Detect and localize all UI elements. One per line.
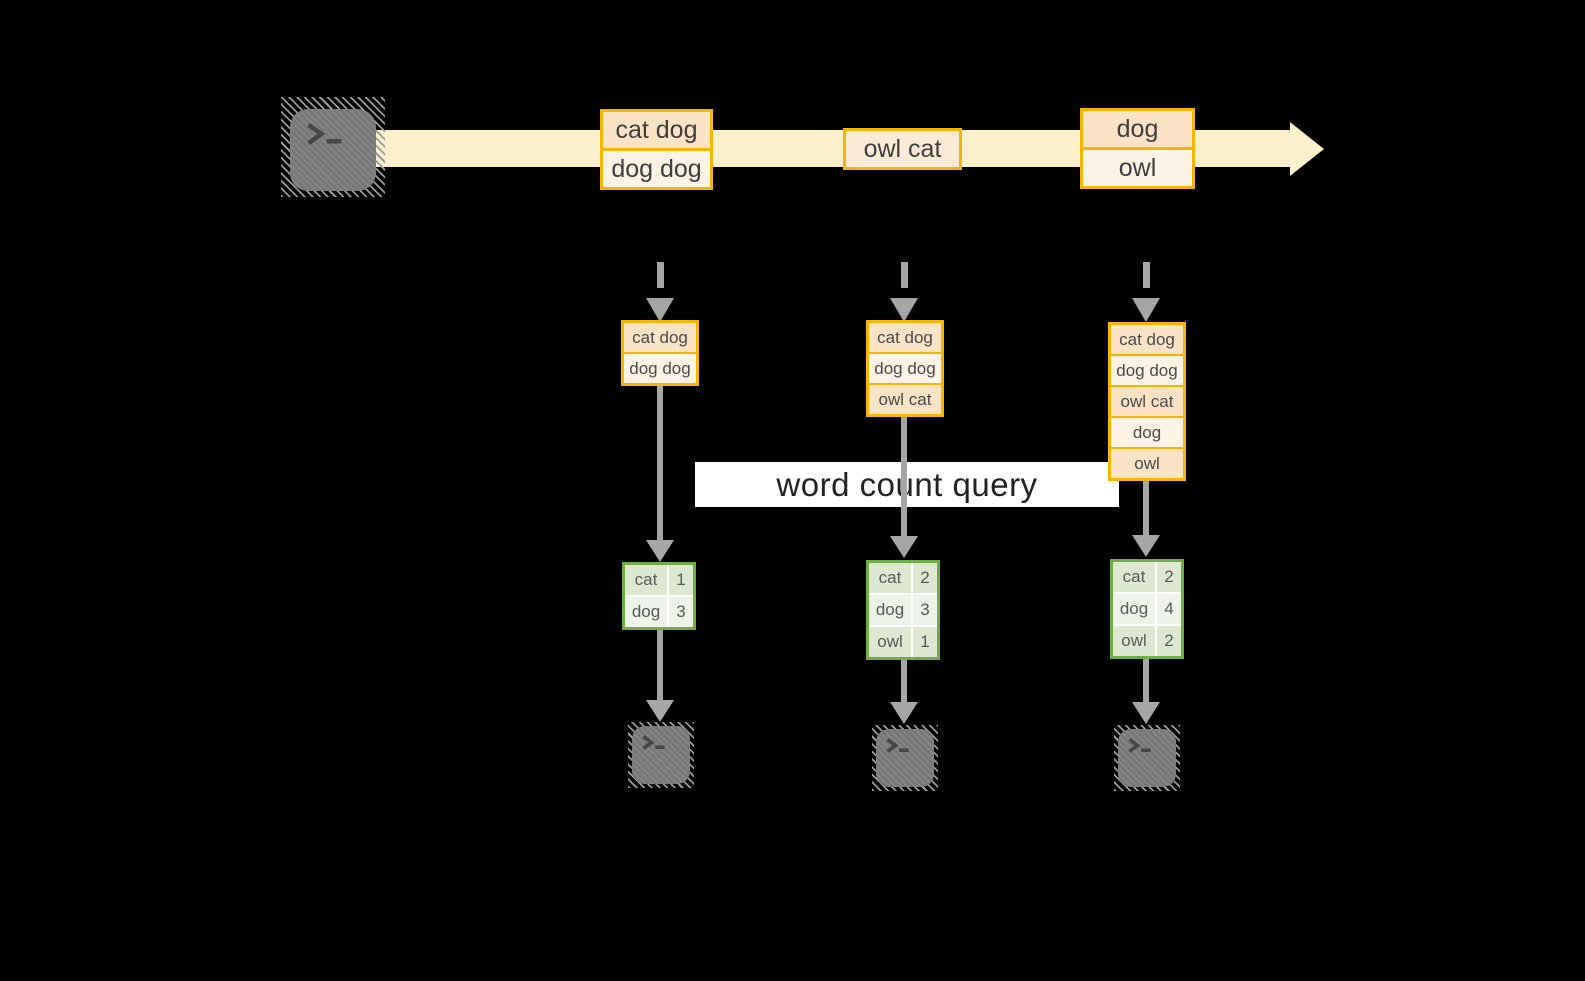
dashed-arrowhead-icon: [890, 298, 918, 322]
sink-terminal-icon: [628, 722, 694, 788]
count-cell: 2: [1157, 626, 1181, 656]
input-stack-2: cat dog dog dog owl cat: [866, 320, 944, 417]
word-cell: cat: [625, 565, 667, 595]
count-cell: 3: [669, 597, 693, 627]
terminal-screen: [632, 726, 690, 784]
event-line: cat dog: [603, 112, 710, 148]
count-table-3: cat 2 dog 4 owl 2: [1110, 559, 1184, 659]
event-line: dog: [1083, 111, 1192, 147]
prompt-glyph-icon: [641, 734, 667, 751]
dashed-arrow-line: [1143, 262, 1150, 288]
terminal-screen: [876, 729, 934, 787]
terminal-screen: [290, 109, 376, 191]
count-cell: 3: [913, 595, 937, 625]
dashed-arrowhead-icon: [646, 298, 674, 322]
arrowhead-icon: [646, 700, 674, 722]
input-stack-3: cat dog dog dog owl cat dog owl: [1108, 322, 1186, 481]
input-line: dog dog: [869, 352, 941, 383]
prompt-glyph-icon: [305, 121, 345, 147]
word-cell: dog: [869, 595, 911, 625]
input-line: dog: [1111, 416, 1183, 447]
arrow-line: [657, 630, 663, 700]
input-line: cat dog: [1111, 325, 1183, 354]
count-cell: 2: [1157, 562, 1181, 592]
count-table-1: cat 1 dog 3: [622, 562, 696, 630]
count-cell: 2: [913, 563, 937, 593]
dashed-arrow-line: [657, 262, 664, 288]
word-cell: cat: [1113, 562, 1155, 592]
dashed-arrow-line: [901, 262, 908, 288]
event-line: owl cat: [846, 131, 959, 167]
input-line: dog dog: [1111, 354, 1183, 385]
count-table-2: cat 2 dog 3 owl 1: [866, 560, 940, 660]
event-line: owl: [1083, 147, 1192, 186]
sink-terminal-icon: [872, 725, 938, 791]
word-cell: owl: [869, 627, 911, 657]
dashed-arrowhead-icon: [1132, 298, 1160, 322]
arrowhead-icon: [890, 536, 918, 558]
query-banner: word count query: [695, 462, 1119, 507]
input-line: cat dog: [869, 323, 941, 352]
word-cell: owl: [1113, 626, 1155, 656]
stream-batch-3: dog owl: [1080, 108, 1195, 189]
input-line: owl cat: [1111, 385, 1183, 416]
arrow-line: [901, 417, 907, 536]
input-line: owl: [1111, 447, 1183, 478]
stream-batch-2: owl cat: [843, 128, 962, 170]
stream-batch-1: cat dog dog dog: [600, 109, 713, 190]
word-cell: dog: [1113, 594, 1155, 624]
arrow-line: [657, 386, 663, 540]
arrowhead-icon: [890, 702, 918, 724]
input-line: owl cat: [869, 383, 941, 414]
arrow-line: [1143, 659, 1149, 702]
word-cell: dog: [625, 597, 667, 627]
arrow-line: [901, 660, 907, 702]
arrowhead-icon: [1132, 535, 1160, 557]
count-cell: 1: [669, 565, 693, 595]
count-cell: 4: [1157, 594, 1181, 624]
event-line: dog dog: [603, 148, 710, 187]
input-line: dog dog: [624, 352, 696, 383]
input-line: cat dog: [624, 323, 696, 352]
stream-arrowhead-icon: [1290, 122, 1324, 176]
input-stack-1: cat dog dog dog: [621, 320, 699, 386]
terminal-screen: [1118, 729, 1176, 787]
word-cell: cat: [869, 563, 911, 593]
sink-terminal-icon: [1114, 725, 1180, 791]
count-cell: 1: [913, 627, 937, 657]
arrow-line: [1143, 481, 1149, 535]
prompt-glyph-icon: [1127, 737, 1153, 754]
source-terminal-icon: [281, 97, 385, 197]
arrowhead-icon: [1132, 702, 1160, 724]
arrowhead-icon: [646, 540, 674, 562]
prompt-glyph-icon: [885, 737, 911, 754]
